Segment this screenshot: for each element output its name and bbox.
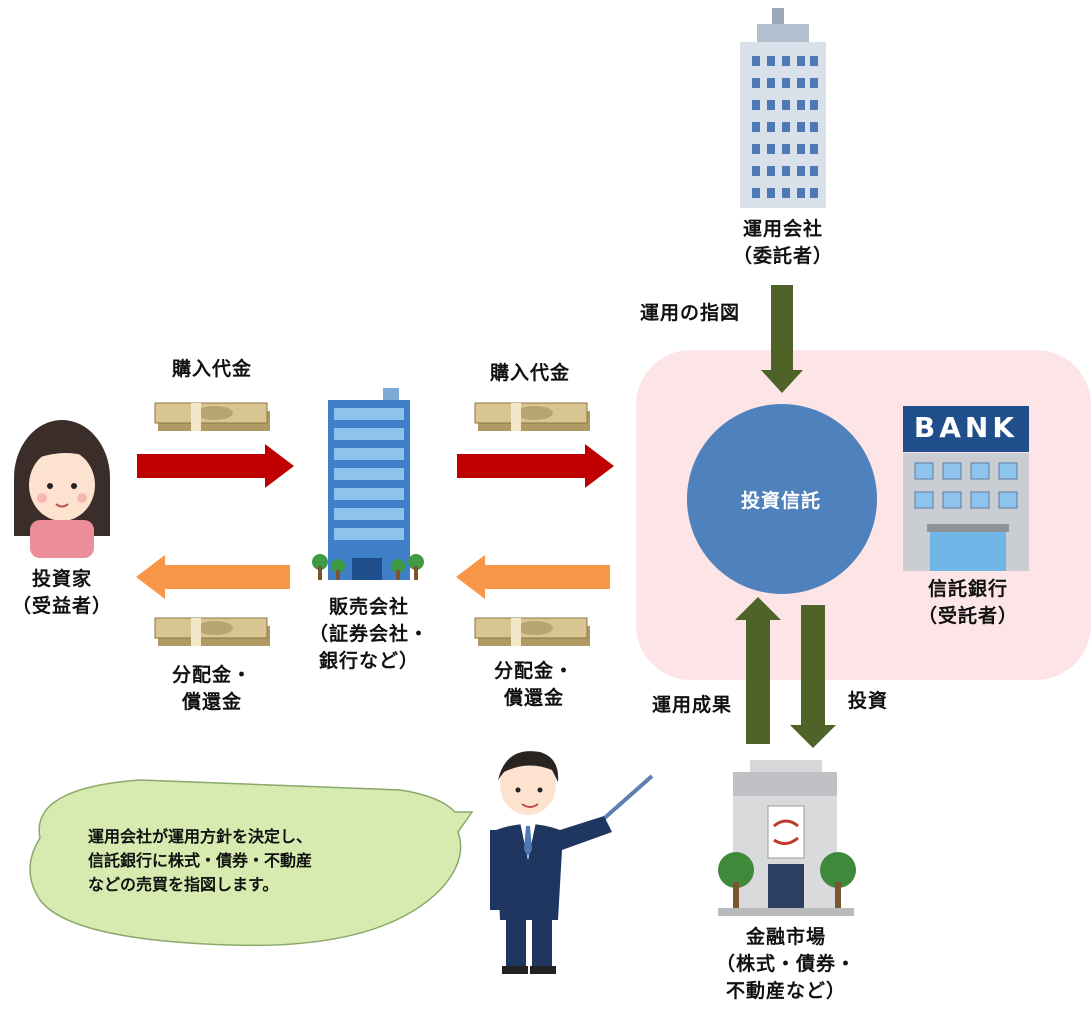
purchase-arrow-2 — [457, 444, 614, 488]
result-arrow — [735, 597, 781, 744]
distribution-label-2: 分配金・ 償還金 — [493, 660, 574, 709]
bank-building-icon — [903, 406, 1029, 571]
market-label: 金融市場 （株式・債券・ 不動産など） — [715, 926, 856, 1002]
market-building-icon — [718, 760, 856, 916]
distributor-label: 販売会社 （証券会社・ 銀行など） — [308, 596, 429, 672]
investment-trust-label: 投資信託 — [740, 490, 821, 512]
money-stack-2 — [474, 402, 590, 431]
result-label: 運用成果 — [651, 694, 732, 716]
instruction-arrow — [761, 285, 803, 393]
distribution-arrow-1 — [136, 555, 290, 599]
money-stack-1 — [154, 402, 270, 431]
instruction-label: 運用の指図 — [639, 302, 740, 324]
investor-label: 投資家 （受益者） — [11, 568, 112, 617]
speech-bubble — [29, 779, 474, 947]
money-stack-4 — [474, 617, 590, 646]
presenter-person-icon — [490, 751, 654, 974]
investment-trust-circle — [687, 404, 877, 594]
distribution-label-1: 分配金・ 償還金 — [171, 664, 252, 713]
purchase-label-1: 購入代金 — [171, 358, 252, 380]
management-building-icon — [740, 8, 826, 208]
distribution-arrow-2 — [456, 555, 610, 599]
money-stack-3 — [154, 617, 270, 646]
investment-label: 投資 — [847, 690, 888, 712]
management-label: 運用会社 （委託者） — [732, 218, 833, 267]
purchase-label-2: 購入代金 — [489, 362, 570, 384]
speech-bubble-text: 運用会社が運用方針を決定し、 信託銀行に株式・債券・不動産 などの売買を指図しま… — [88, 827, 313, 894]
bank-sign: BANK — [913, 411, 1019, 444]
purchase-arrow-1 — [137, 444, 294, 488]
investment-arrow — [790, 605, 836, 748]
trust-bank-label: 信託銀行 （受託者） — [917, 578, 1018, 627]
distributor-building-icon — [312, 388, 424, 580]
investor-person-icon — [14, 420, 110, 558]
